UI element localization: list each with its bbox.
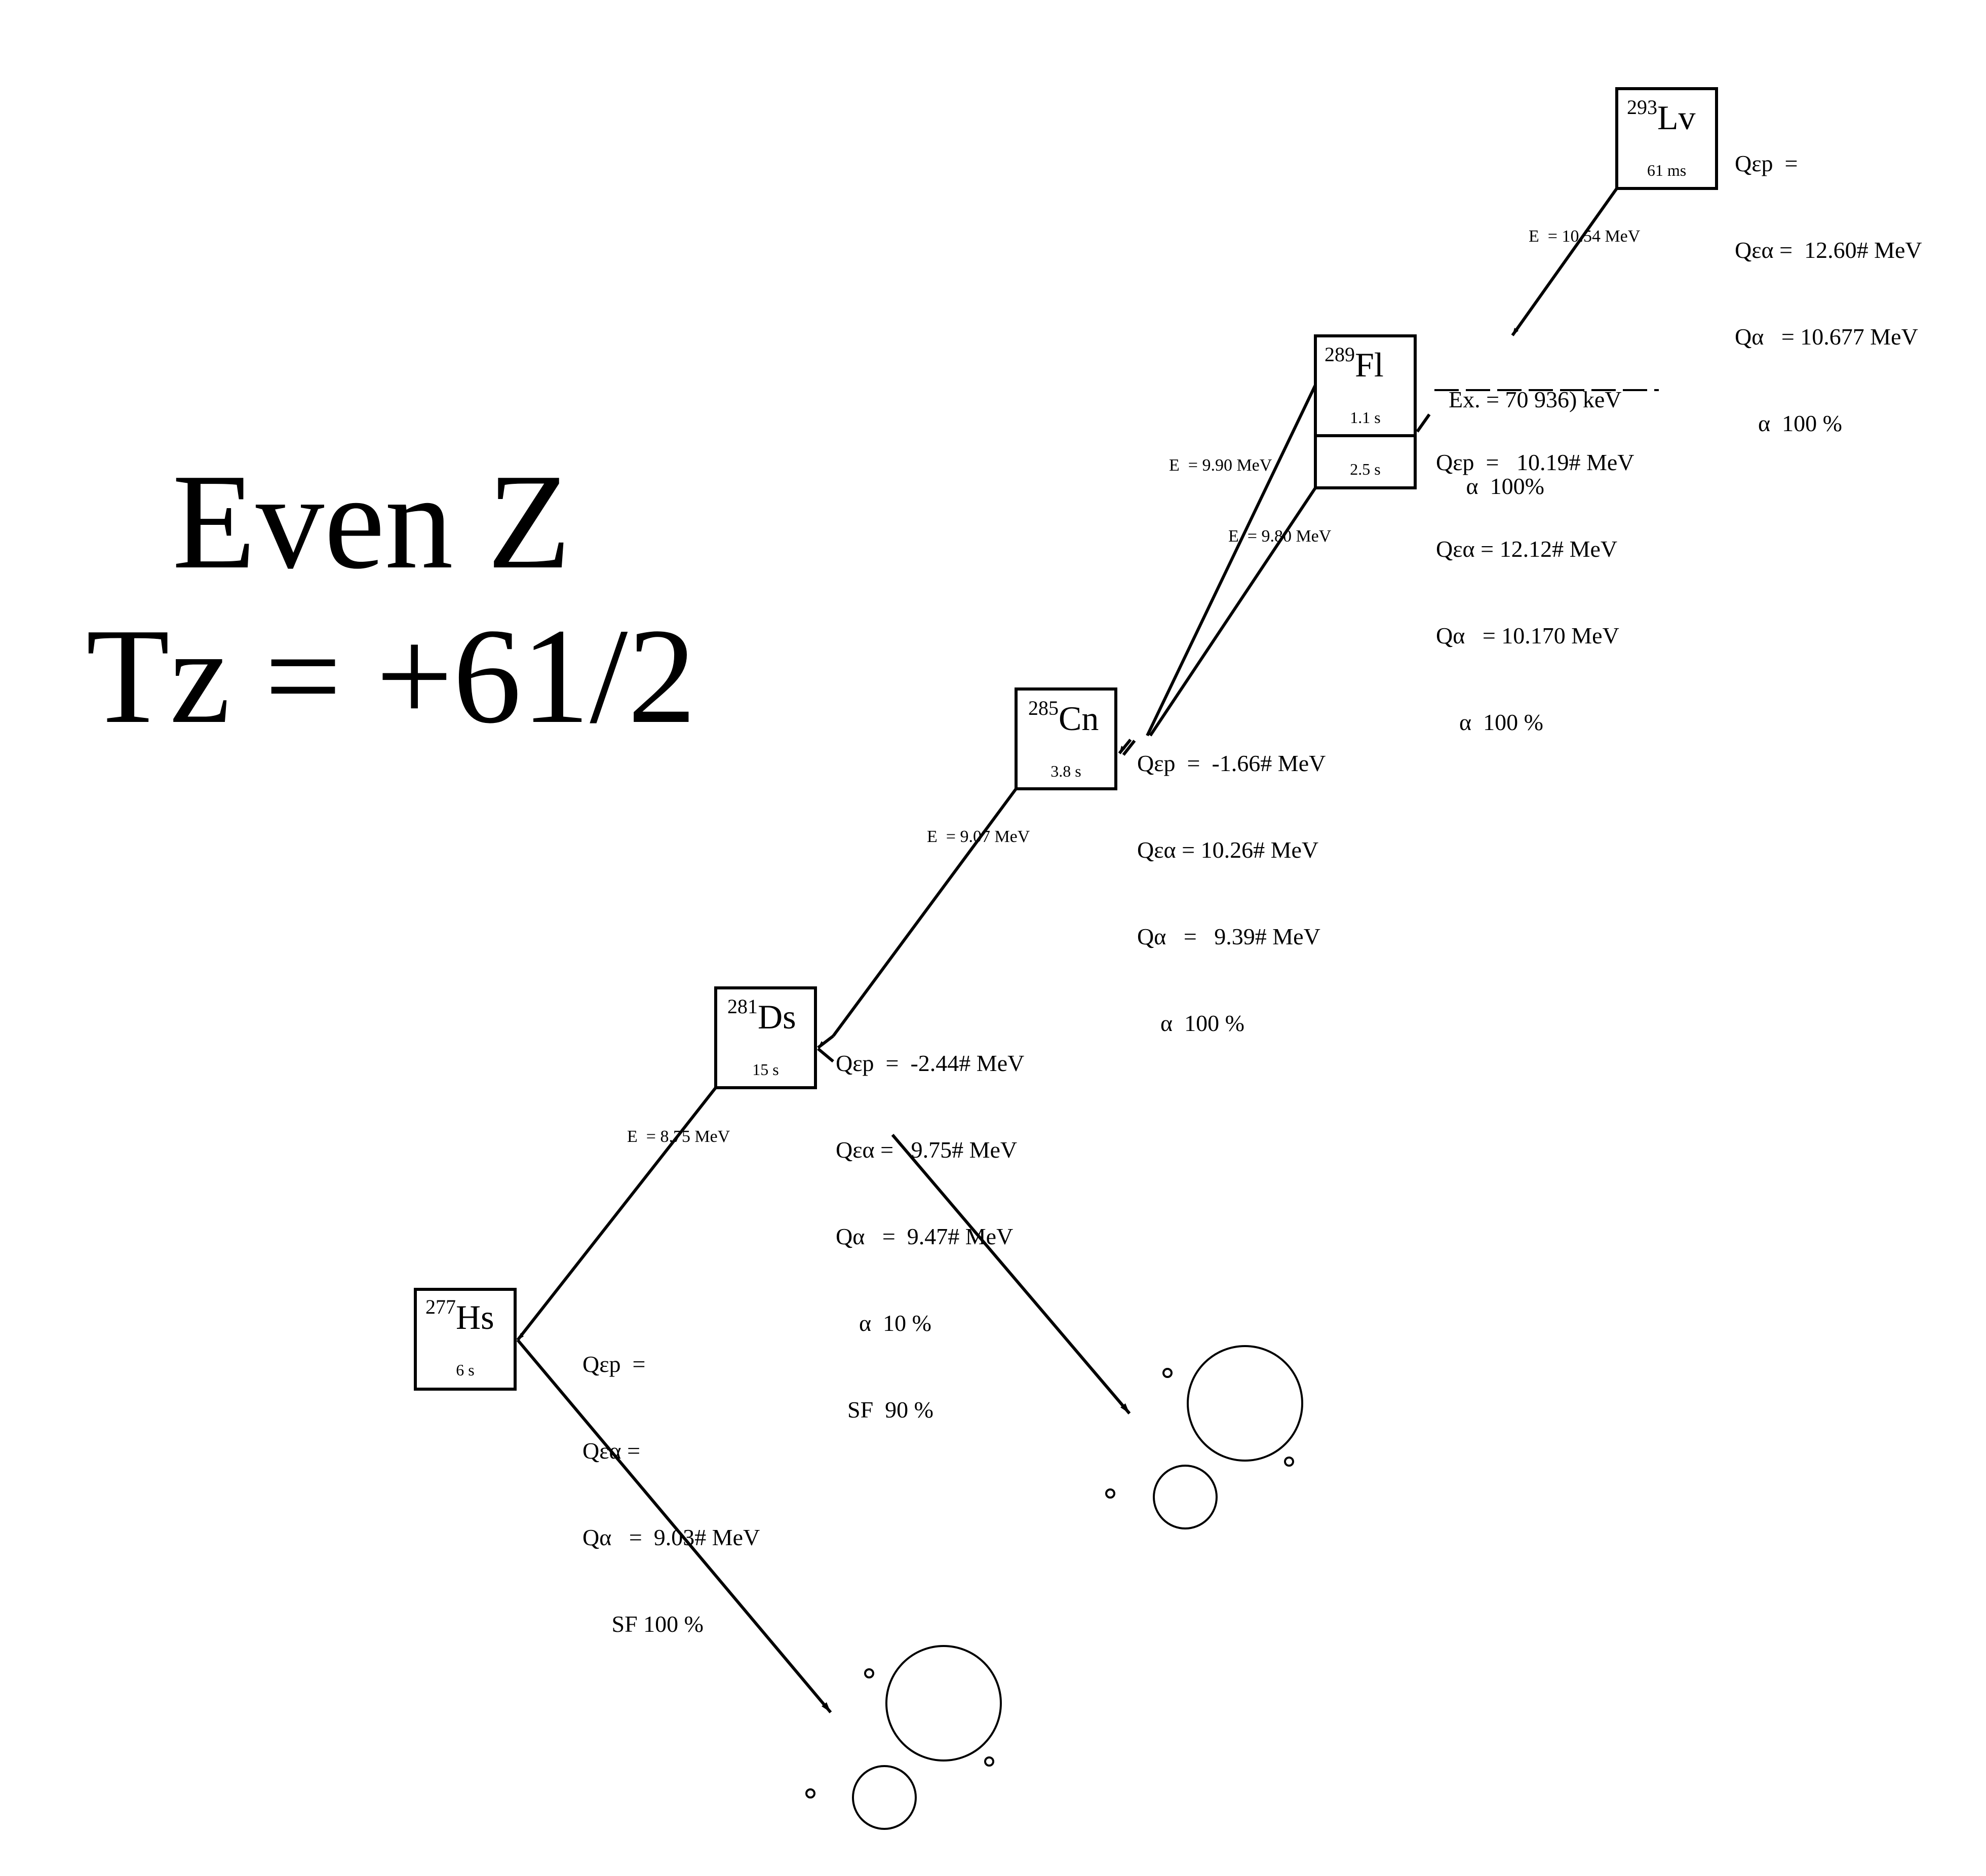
energy-label-fl-cn-ground: E = 9.90 MeV xyxy=(1169,456,1272,475)
arrowhead-lv-fl xyxy=(1512,328,1518,335)
fission-neutron-hs-1 xyxy=(864,1668,874,1678)
isomer-info-fl289: Ex. = 70 936) keV α 100% xyxy=(1449,327,1622,529)
alpha-line-ds-hs xyxy=(516,1087,717,1341)
halflife-ds281: 15 s xyxy=(752,1060,779,1079)
nuclide-label-fl289: 289Fl xyxy=(1325,342,1384,385)
info-line: Qεα = 12.12# MeV xyxy=(1436,536,1618,562)
info-line: Qεp = -2.44# MeV xyxy=(836,1050,1025,1076)
decay-info-cn285: Qεp = -1.66# MeV Qεα = 10.26# MeV Qα = 9… xyxy=(1137,691,1326,1066)
fission-neutron-ds-3 xyxy=(1105,1488,1115,1499)
halflife-cn285: 3.8 s xyxy=(1050,762,1081,780)
energy-label-lv-fl: E = 10.54 MeV xyxy=(1529,227,1641,246)
info-line: Qα = 9.47# MeV xyxy=(836,1223,1014,1249)
arrowhead-cn-ds xyxy=(818,1041,825,1048)
info-line: Qα = 10.677 MeV xyxy=(1735,324,1918,350)
mass-number: 281 xyxy=(727,995,758,1018)
energy-label-fl-cn-isomer: E = 9.80 MeV xyxy=(1228,527,1332,546)
arrow-tick-fl xyxy=(1416,413,1431,433)
info-line: α 100% xyxy=(1449,473,1544,499)
box-fl289 xyxy=(1314,334,1417,489)
alpha-line-lv-fl xyxy=(1511,187,1618,336)
nuclide-label-cn285: 285Cn xyxy=(1028,696,1099,739)
halflife-fl289-isomer: 2.5 s xyxy=(1350,460,1381,478)
fission-neutron-hs-2 xyxy=(984,1756,994,1767)
arrowhead-fl-cn xyxy=(1119,746,1125,753)
mass-number: 293 xyxy=(1627,96,1657,119)
info-line: SF 90 % xyxy=(836,1397,933,1423)
fission-fragment-large-ds xyxy=(1187,1345,1303,1462)
alpha-line-fl-cn-isomer xyxy=(1149,487,1317,737)
halflife-fl289: 1.1 s xyxy=(1350,408,1381,427)
element-symbol: Ds xyxy=(758,998,796,1036)
element-symbol: Lv xyxy=(1657,98,1696,137)
decay-info-hs277: Qεp = Qεα = Qα = 9.03# MeV SF 100 % xyxy=(582,1292,760,1667)
arrowhead-sf-hs xyxy=(822,1702,831,1712)
info-line: Qεα = xyxy=(582,1438,641,1464)
fission-neutron-ds-2 xyxy=(1284,1457,1294,1467)
info-line: Qεp = -1.66# MeV xyxy=(1137,750,1326,776)
info-line: Qεα = 10.26# MeV xyxy=(1137,837,1319,863)
nuclide-label-ds281: 281Ds xyxy=(727,994,796,1037)
decay-info-lv293: Qεp = Qεα = 12.60# MeV Qα = 10.677 MeV α… xyxy=(1735,91,1922,467)
info-line: Ex. = 70 936) keV xyxy=(1449,387,1622,412)
info-line: Qεα = 9.75# MeV xyxy=(836,1137,1018,1163)
element-symbol: Fl xyxy=(1355,346,1384,384)
fission-fragment-small-ds xyxy=(1153,1465,1218,1529)
decay-info-fl289: Qεp = 10.19# MeV Qεα = 12.12# MeV Qα = 1… xyxy=(1436,390,1634,765)
info-line: α 100 % xyxy=(1137,1010,1244,1036)
arrowhead-sf-ds xyxy=(1120,1403,1130,1413)
halflife-hs277: 6 s xyxy=(456,1361,475,1379)
info-line: Qα = 10.170 MeV xyxy=(1436,623,1619,648)
alpha-line-fl-cn-ground xyxy=(1146,384,1317,737)
arrow-tick-cn-b xyxy=(1122,740,1136,756)
element-symbol: Cn xyxy=(1059,699,1099,738)
box-ds281 xyxy=(714,986,817,1089)
info-line: SF 100 % xyxy=(582,1611,704,1637)
info-line: α 10 % xyxy=(836,1310,931,1336)
halflife-lv293: 61 ms xyxy=(1647,161,1687,179)
info-line: Qεp = xyxy=(1735,150,1798,176)
info-line: Qα = 9.39# MeV xyxy=(1137,924,1320,949)
info-line: Qα = 9.03# MeV xyxy=(582,1524,760,1550)
mass-number: 285 xyxy=(1028,697,1059,719)
mass-number: 277 xyxy=(425,1295,456,1318)
fission-neutron-hs-3 xyxy=(805,1788,815,1798)
nuclide-label-hs277: 277Hs xyxy=(425,1295,494,1337)
title-line-2: Tz = +61/2 xyxy=(86,600,696,752)
nuclide-label-lv293: 293Lv xyxy=(1627,95,1696,138)
box-lv293 xyxy=(1615,87,1718,190)
info-line: Qεp = xyxy=(582,1351,646,1377)
info-line: α 100 % xyxy=(1436,709,1543,735)
arrowhead-ds-hs xyxy=(518,1333,524,1340)
info-line: Qεp = 10.19# MeV xyxy=(1436,449,1634,475)
alpha-line-cn-ds xyxy=(832,788,1018,1037)
energy-label-ds-hs: E = 8.75 MeV xyxy=(627,1127,730,1146)
fission-fragment-large-hs xyxy=(885,1645,1002,1762)
sf-line-hs xyxy=(516,1339,832,1713)
decay-info-ds281: Qεp = -2.44# MeV Qεα = 9.75# MeV Qα = 9.… xyxy=(836,991,1024,1453)
energy-label-cn-ds: E = 9.07 MeV xyxy=(927,827,1030,846)
arrow-tick-ds-b xyxy=(817,1047,834,1063)
title-line-1: Even Z xyxy=(172,446,571,597)
info-line: Qεα = 12.60# MeV xyxy=(1735,237,1922,263)
box-hs277 xyxy=(414,1288,517,1391)
fission-neutron-ds-1 xyxy=(1162,1368,1173,1378)
mass-number: 289 xyxy=(1325,343,1355,366)
box-cn285 xyxy=(1015,687,1117,790)
sf-line-ds xyxy=(891,1134,1131,1414)
info-line: α 100 % xyxy=(1735,410,1842,436)
element-symbol: Hs xyxy=(456,1298,494,1336)
fission-fragment-small-hs xyxy=(852,1765,917,1830)
